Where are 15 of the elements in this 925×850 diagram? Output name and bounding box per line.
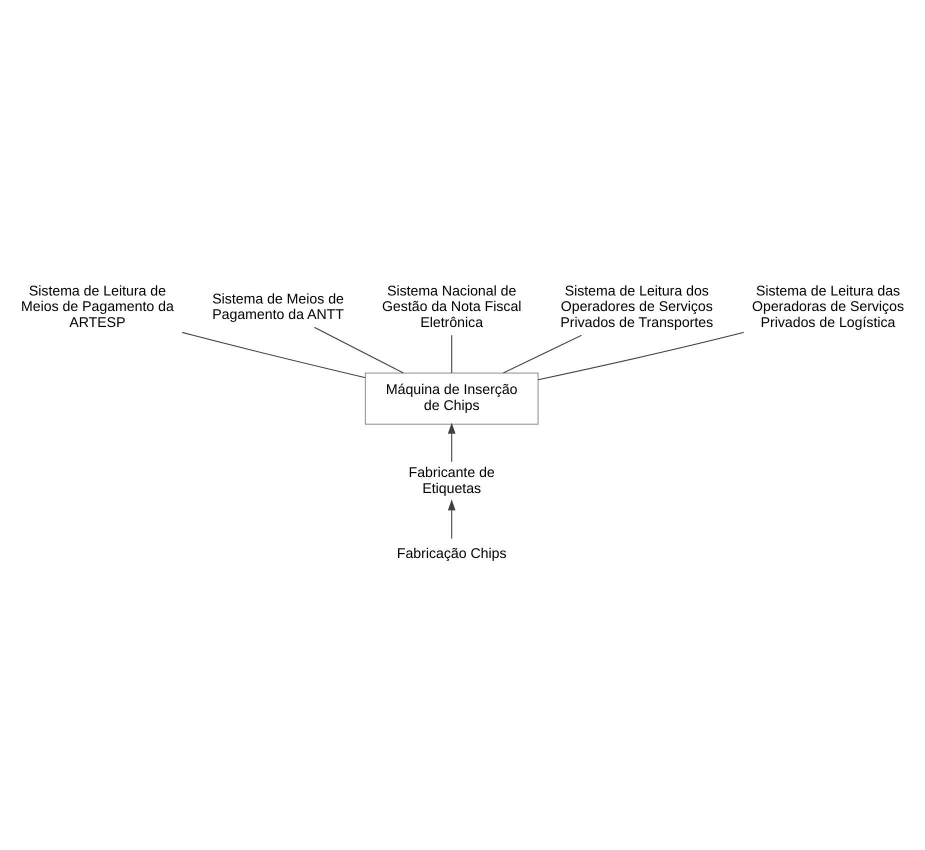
node-text: Sistema de Leitura das Operadoras de Serviços Privados de Logística xyxy=(752,282,904,330)
node-text: Fabricante de Etiquetas xyxy=(408,463,495,496)
arrow xyxy=(448,498,456,538)
node-text: Sistema de Meios de Pagamento da ANTT xyxy=(212,290,344,322)
node-text: Sistema de Leitura de Meios de Pagamento da ARTESP xyxy=(21,282,174,330)
connector xyxy=(502,334,582,374)
connector xyxy=(314,326,404,374)
node-text: Sistema de Leitura dos Operadores de Serviços Privados de Transportes xyxy=(560,282,714,330)
node-text: Sistema Nacional de Gestão da Nota Fiscal Eletrônica xyxy=(382,282,522,330)
connector xyxy=(451,334,452,372)
connector xyxy=(538,331,744,380)
connector xyxy=(182,331,366,378)
node-text: Fabricação Chips xyxy=(396,544,507,560)
node-box: Máquina de Inserção de Chips xyxy=(364,372,539,424)
arrow xyxy=(448,422,456,462)
